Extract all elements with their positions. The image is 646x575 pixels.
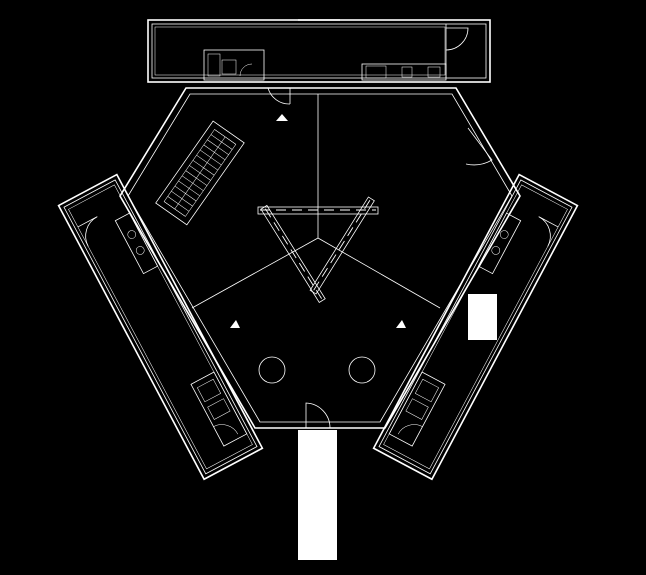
right-container [372,173,579,481]
top-container [147,19,491,83]
east-marker [396,320,406,328]
top-kitchen [361,63,447,81]
hexagon-inner-wall [127,93,513,423]
entrance-path [298,430,337,560]
partition-right [317,237,441,309]
column-right [348,356,376,384]
left-container [57,173,264,481]
entry-door [305,402,331,429]
beam-diagonal-1 [260,204,326,304]
skylight-beams [257,196,379,304]
right-container-outer [372,173,579,481]
north-marker [276,114,288,121]
white-block [468,294,497,340]
right-bathroom [388,371,446,447]
hexagon-outer-wall [119,87,521,429]
column-left [258,356,286,384]
left-bathroom [190,371,248,447]
stair-center-line [174,136,226,210]
top-container-outer [147,19,491,83]
hexagon-hall [119,87,521,429]
partition-left [191,237,319,309]
staircase [155,120,245,226]
hall-door-top [267,87,291,105]
top-bathroom [203,49,265,81]
hall-door-right [465,127,493,166]
west-marker [230,320,240,328]
beam-diagonal-2 [309,196,375,295]
left-container-outer [57,173,264,481]
beam-horizontal [257,206,379,215]
